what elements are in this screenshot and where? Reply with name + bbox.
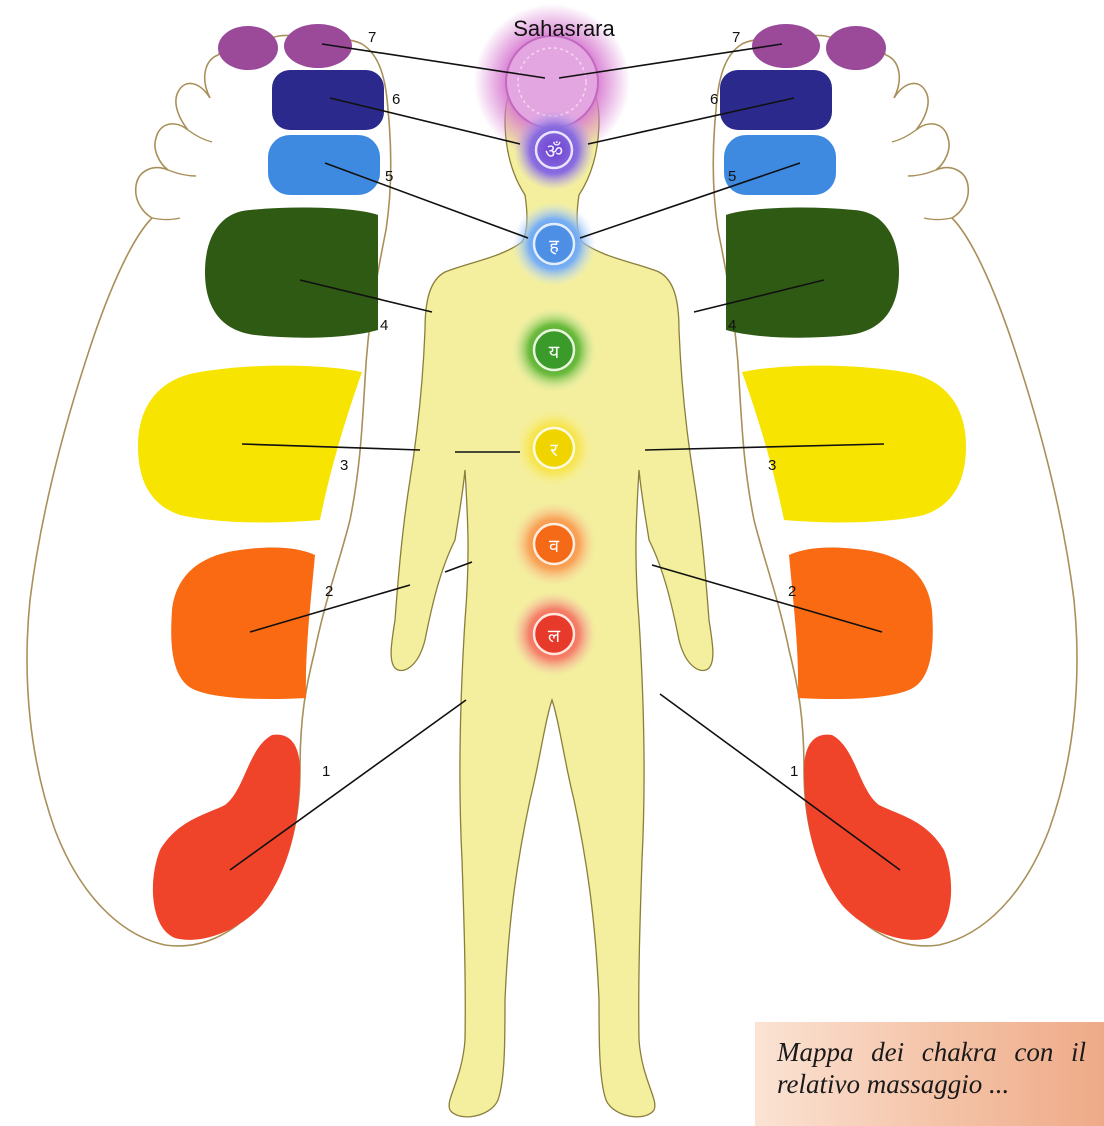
right-line-1 (660, 694, 900, 870)
right-toe-lines (892, 130, 952, 220)
left-zone-5 (268, 135, 380, 195)
left-num-1: 1 (322, 763, 330, 780)
left-zone-4 (205, 208, 378, 338)
right-zone-1 (804, 735, 951, 940)
right-num-5: 5 (728, 168, 736, 185)
right-zone-7a (826, 26, 886, 70)
right-num-3: 3 (768, 457, 776, 474)
left-toe-lines (152, 130, 212, 220)
left-zone-6 (272, 70, 384, 130)
right-num-4: 4 (728, 317, 736, 334)
left-num-3: 3 (340, 457, 348, 474)
heart-symbol: य (549, 342, 560, 363)
left-num-2: 2 (325, 583, 333, 600)
figure-caption: Mappa dei chakra con il relativo massagg… (755, 1022, 1104, 1126)
right-num-7: 7 (732, 29, 740, 46)
diagram-title: Sahasrara (513, 16, 615, 41)
root-symbol: ल (548, 626, 561, 647)
sacral-symbol: व (549, 536, 560, 557)
right-foot-zones (720, 24, 966, 940)
right-num-1: 1 (790, 763, 798, 780)
left-zone-2 (171, 548, 315, 700)
third-eye-symbol: ॐ (545, 139, 563, 163)
right-num-2: 2 (788, 583, 796, 600)
left-num-6: 6 (392, 91, 400, 108)
throat-symbol: ह (549, 236, 559, 257)
left-foot-zones (138, 24, 384, 940)
left-zone-7b (284, 24, 352, 68)
left-num-5: 5 (385, 168, 393, 185)
right-zone-4 (726, 208, 899, 338)
right-zone-5 (724, 135, 836, 195)
right-zone-7b (752, 24, 820, 68)
left-zone-7a (218, 26, 278, 70)
right-num-6: 6 (710, 91, 718, 108)
right-zone-6 (720, 70, 832, 130)
right-zone-2 (789, 548, 933, 700)
left-num-7: 7 (368, 29, 376, 46)
solar-plexus-symbol: र (550, 440, 558, 461)
left-zone-1 (153, 735, 300, 940)
left-num-4: 4 (380, 317, 388, 334)
